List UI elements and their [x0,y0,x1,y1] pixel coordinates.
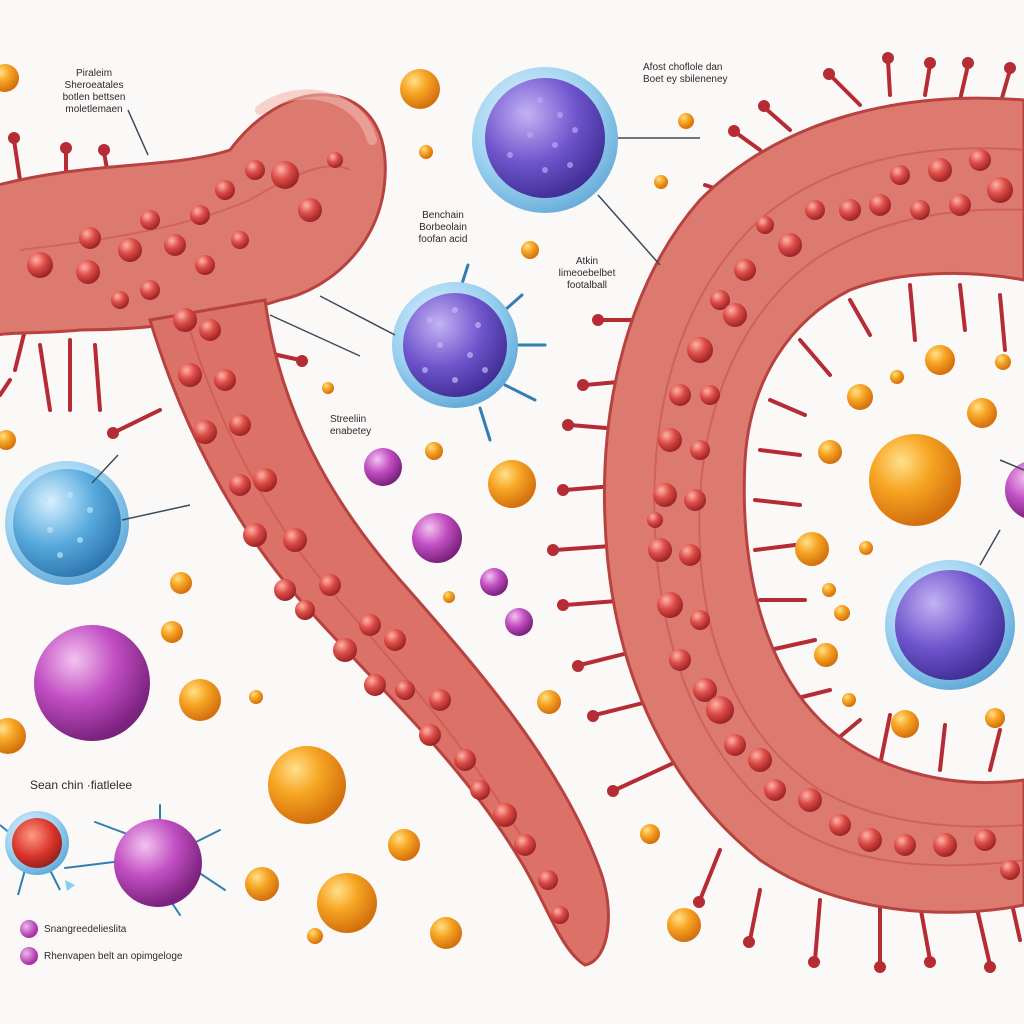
cell-left-blue [5,461,129,585]
cell-right-orange [869,434,961,526]
label-top-left: Piraleim Sheroeatales botlen bettsen mol… [62,68,126,115]
orange-balls [0,64,1011,949]
legend-item-2: Rhenvapen belt an opimgeloge [20,947,182,965]
legend-label-2: Rhenvapen belt an opimgeloge [44,950,183,962]
label-middle: Streeliin enabetey [330,414,372,437]
legend-dot-icon [20,947,38,965]
left-membrane-beads [27,152,569,924]
label-top-right: Afost choflole dan Boet ey sbileneney [643,62,728,85]
cell-top-center [472,67,618,213]
small-magenta-balls [364,448,533,636]
legend-dot-icon [20,920,38,938]
label-center-right: Atkin limeoebelbet footalball [558,256,616,291]
cell-bottom-left-red [0,811,69,896]
cell-bottom-left-purple [64,804,226,916]
right-membrane-arc [547,52,1024,973]
leader-lines [91,109,1024,566]
label-bottom-left-title: Sean chin ·fiatlelee [30,778,133,792]
label-center-top: Benchain Borbeolain foofan acid [418,210,468,245]
right-membrane-beads [647,149,1020,880]
legend-item-1: Snangreedelieslita [20,920,126,938]
cell-right-purple [885,560,1015,690]
cell-center-spiky [392,263,547,442]
cell-left-magenta [34,625,150,741]
legend-label-1: Snangreedelieslita [44,923,127,935]
cell-right-edge-magenta [1005,462,1024,518]
